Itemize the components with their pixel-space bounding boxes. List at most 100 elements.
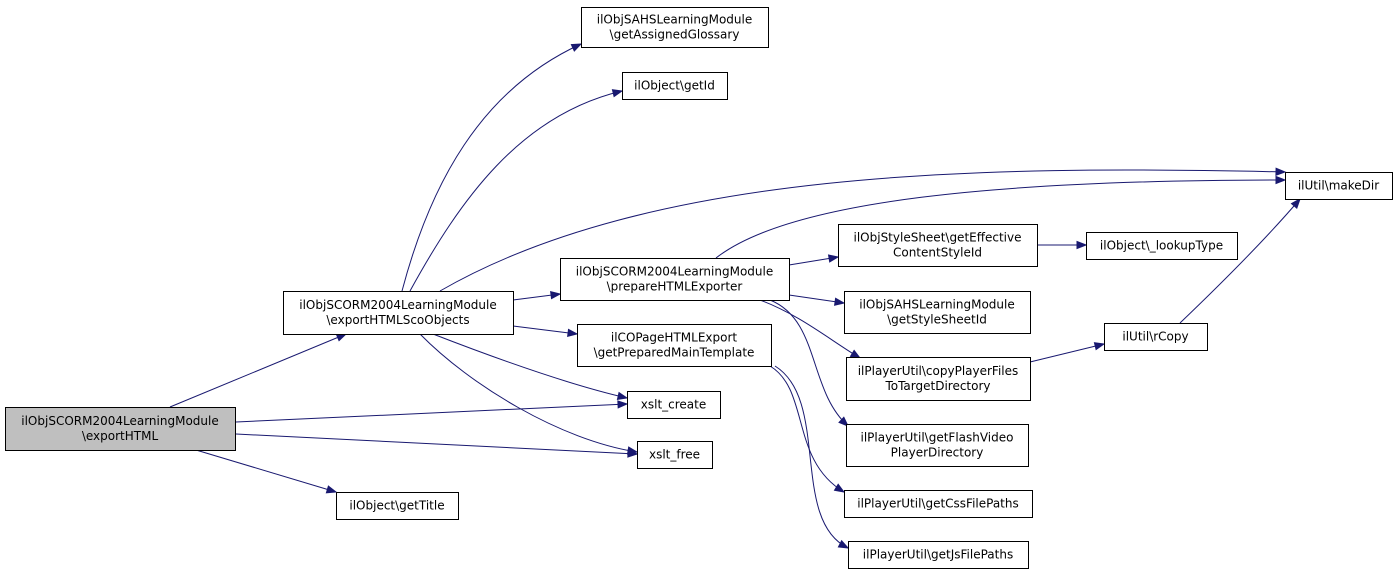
node-label: ilObject\getId xyxy=(634,79,715,93)
edge-copyPlayerFiles-to-rCopy xyxy=(1029,343,1105,363)
node-xslt_free[interactable]: xslt_free xyxy=(637,441,713,469)
edge-prepareHTMLExporter-to-getFlashVideoPlayerDirectory xyxy=(769,299,849,427)
node-label: ToTargetDirectory xyxy=(884,379,990,393)
node-label: ilObjSCORM2004LearningModule xyxy=(299,298,496,312)
node-box xyxy=(560,258,790,301)
node-label: \exportHTMLScoObjects xyxy=(326,313,469,327)
node-getJsFilePaths[interactable]: ilPlayerUtil\getJsFilePaths xyxy=(848,541,1029,569)
edge-prepareHTMLExporter-to-makeDir xyxy=(715,179,1286,259)
node-label: \exportHTML xyxy=(82,429,159,443)
node-label: ilPlayerUtil\getFlashVideo xyxy=(861,431,1014,445)
node-box xyxy=(283,291,514,335)
node-exportHTMLScoObjects[interactable]: ilObjSCORM2004LearningModule\exportHTMLS… xyxy=(283,291,514,335)
node-exportHTML[interactable]: ilObjSCORM2004LearningModule\exportHTML xyxy=(5,407,236,451)
node-label: xslt_create xyxy=(641,398,706,412)
node-label: ilCOPageHTMLExport xyxy=(611,331,738,345)
node-label: ilObjSCORM2004LearningModule xyxy=(21,414,218,428)
node-getFlashVideoPlayerDirectory[interactable]: ilPlayerUtil\getFlashVideoPlayerDirector… xyxy=(846,424,1029,467)
node-getStyleSheetId[interactable]: ilObjSAHSLearningModule\getStyleSheetId xyxy=(844,291,1031,334)
node-label: ilObject\getTitle xyxy=(349,499,444,513)
nodes-layer: ilObjSCORM2004LearningModule\exportHTMLi… xyxy=(5,7,1393,569)
node-box xyxy=(336,492,459,520)
node-label: ilObjSCORM2004LearningModule xyxy=(576,265,773,279)
node-label: ilPlayerUtil\getCssFilePaths xyxy=(857,497,1019,511)
arrowhead-exportHTMLScoObjects-to-prepareHTMLExporter xyxy=(550,291,562,300)
node-label: ilUtil\makeDir xyxy=(1298,179,1379,193)
node-label: ilObjSAHSLearningModule xyxy=(859,298,1014,312)
node-label: ilObjSAHSLearningModule xyxy=(597,13,752,27)
node-prepareHTMLExporter[interactable]: ilObjSCORM2004LearningModule\prepareHTML… xyxy=(560,258,790,301)
node-lookupType[interactable]: ilObject\_lookupType xyxy=(1086,232,1238,260)
arrowhead-getPreparedMainTemplate-to-getJsFilePaths xyxy=(837,539,850,549)
node-label: \getAssignedGlossary xyxy=(610,28,740,42)
arrowhead-prepareHTMLExporter-to-getEffectiveContentStyleId xyxy=(827,254,840,263)
node-label: \getPreparedMainTemplate xyxy=(594,346,755,360)
edge-exportHTMLScoObjects-to-getPreparedMainTemplate xyxy=(512,325,578,335)
node-label: \getStyleSheetId xyxy=(887,313,987,327)
arrowhead-prepareHTMLExporter-to-getFlashVideoPlayerDirectory xyxy=(838,416,850,427)
node-label: PlayerDirectory xyxy=(891,446,984,460)
node-label: ilPlayerUtil\getJsFilePaths xyxy=(863,548,1013,562)
node-makeDir[interactable]: ilUtil\makeDir xyxy=(1285,172,1393,200)
node-label: xslt_free xyxy=(649,448,700,462)
node-box xyxy=(637,441,713,469)
edge-prepareHTMLExporter-to-copyPlayerFiles xyxy=(759,299,861,359)
node-box xyxy=(1285,172,1393,200)
node-label: ilPlayerUtil\copyPlayerFiles xyxy=(858,364,1019,378)
node-getId[interactable]: ilObject\getId xyxy=(622,72,728,100)
arrowhead-exportHTML-to-xslt_create xyxy=(617,400,629,409)
edge-exportHTMLScoObjects-to-getId xyxy=(409,90,623,292)
arrowhead-exportHTMLScoObjects-to-getAssignedGlossary xyxy=(570,43,583,52)
edge-exportHTML-to-xslt_create xyxy=(235,403,628,423)
edge-rCopy-to-makeDir xyxy=(1179,198,1301,324)
arrowhead-exportHTMLScoObjects-to-xslt_create xyxy=(616,391,629,400)
node-box xyxy=(627,391,721,419)
node-box xyxy=(581,7,769,48)
node-box xyxy=(1104,323,1208,351)
node-box xyxy=(844,291,1031,334)
edges-layer xyxy=(169,43,1301,549)
node-label: \prepareHTMLExporter xyxy=(607,280,743,294)
arrowhead-rCopy-to-makeDir xyxy=(1290,197,1301,209)
arrowhead-prepareHTMLExporter-to-copyPlayerFiles xyxy=(849,349,862,359)
edge-exportHTMLScoObjects-to-makeDir xyxy=(439,169,1286,292)
arrowhead-exportHTMLScoObjects-to-xslt_free xyxy=(626,446,639,455)
node-getAssignedGlossary[interactable]: ilObjSAHSLearningModule\getAssignedGloss… xyxy=(581,7,769,48)
node-getTitle[interactable]: ilObject\getTitle xyxy=(336,492,459,520)
node-box xyxy=(844,490,1033,518)
node-label: ilUtil\rCopy xyxy=(1122,330,1188,344)
arrowhead-prepareHTMLExporter-to-getStyleSheetId xyxy=(833,297,846,306)
node-getCssFilePaths[interactable]: ilPlayerUtil\getCssFilePaths xyxy=(844,490,1033,518)
node-copyPlayerFiles[interactable]: ilPlayerUtil\copyPlayerFilesToTargetDire… xyxy=(846,357,1031,401)
edge-getPreparedMainTemplate-to-getJsFilePaths xyxy=(774,365,849,549)
arrowhead-prepareHTMLExporter-to-makeDir xyxy=(1275,175,1287,185)
node-box xyxy=(622,72,728,100)
node-box xyxy=(846,424,1029,467)
edge-exportHTMLScoObjects-to-xslt_free xyxy=(419,333,638,453)
edge-exportHTML-to-exportHTMLScoObjects xyxy=(169,333,347,408)
arrowhead-exportHTMLScoObjects-to-getPreparedMainTemplate xyxy=(567,328,579,338)
node-box xyxy=(1086,232,1238,260)
arrowhead-exportHTML-to-getTitle xyxy=(325,485,338,494)
node-rCopy[interactable]: ilUtil\rCopy xyxy=(1104,323,1208,351)
arrowhead-getEffectiveContentStyleId-to-lookupType xyxy=(1076,240,1088,250)
arrowhead-exportHTMLScoObjects-to-getId xyxy=(611,89,624,98)
edge-exportHTMLScoObjects-to-getAssignedGlossary xyxy=(401,43,582,292)
node-getEffectiveContentStyleId[interactable]: ilObjStyleSheet\getEffectiveContentStyle… xyxy=(838,224,1038,267)
arrowhead-exportHTML-to-exportHTMLScoObjects xyxy=(335,333,348,342)
node-xslt_create[interactable]: xslt_create xyxy=(627,391,721,419)
node-box xyxy=(577,324,772,367)
arrowhead-copyPlayerFiles-to-rCopy xyxy=(1093,342,1106,351)
edge-exportHTMLScoObjects-to-xslt_create xyxy=(432,333,628,399)
node-box xyxy=(838,224,1038,267)
node-label: ilObject\_lookupType xyxy=(1100,239,1223,253)
edge-exportHTML-to-xslt_free xyxy=(235,433,638,455)
node-box xyxy=(848,541,1029,569)
node-box xyxy=(846,357,1031,401)
node-getPreparedMainTemplate[interactable]: ilCOPageHTMLExport\getPreparedMainTempla… xyxy=(577,324,772,367)
node-label: ContentStyleId xyxy=(893,246,982,260)
arrowhead-getPreparedMainTemplate-to-getCssFilePaths xyxy=(833,483,846,493)
node-label: ilObjStyleSheet\getEffective xyxy=(854,231,1022,245)
node-box xyxy=(5,407,236,451)
